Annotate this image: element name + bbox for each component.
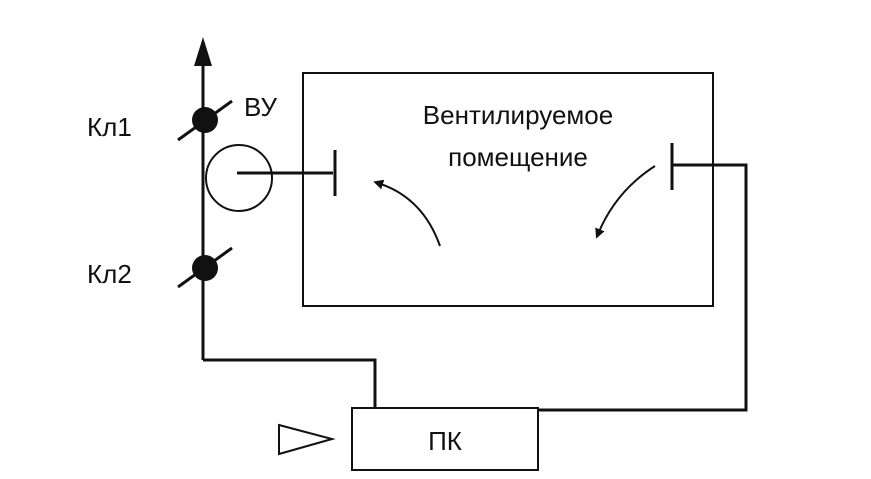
- pk-label: ПК: [428, 426, 462, 456]
- valve2-label: Кл2: [87, 259, 132, 289]
- valve1-stem: [177, 99, 233, 142]
- valve2-stem: [177, 246, 233, 289]
- input-triangle-icon: [278, 423, 336, 456]
- airflow-arrow-right-icon: [595, 165, 656, 239]
- airflow-arrow-left-icon: [373, 179, 441, 247]
- valve1-label: Кл1: [87, 112, 132, 142]
- fan-icon: [205, 144, 273, 212]
- room-label-line1: Вентилируемое: [423, 100, 613, 130]
- sampling-line: [538, 163, 748, 412]
- pk-box: [351, 407, 539, 471]
- exhaust-arrow-icon: [194, 37, 212, 66]
- ventilated-room-box: [302, 72, 714, 307]
- fan-label: ВУ: [244, 92, 277, 122]
- room-label-line2: помещение: [448, 142, 588, 172]
- duct-to-pk-line: [203, 358, 377, 408]
